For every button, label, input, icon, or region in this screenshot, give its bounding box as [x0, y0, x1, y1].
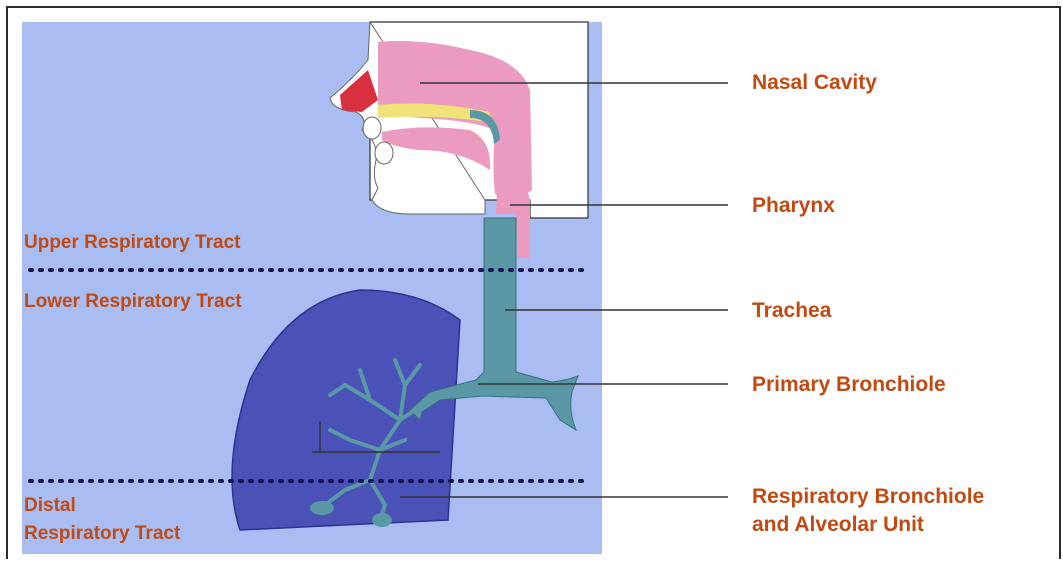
label-primary-bronchiole: Primary Bronchiole: [752, 372, 946, 398]
upper-lip: [363, 117, 381, 139]
region-lower-respiratory-tract: Lower Respiratory Tract: [24, 290, 242, 313]
label-respiratory-bronchiole-line2: and Alveolar Unit: [752, 512, 924, 538]
label-pharynx: Pharynx: [752, 193, 835, 219]
region-distal-line2: Respiratory Tract: [24, 522, 180, 545]
region-upper-respiratory-tract: Upper Respiratory Tract: [24, 231, 240, 254]
lower-lip: [375, 142, 393, 164]
label-respiratory-bronchiole-line1: Respiratory Bronchiole: [752, 484, 984, 510]
label-nasal-cavity: Nasal Cavity: [752, 70, 877, 96]
label-trachea: Trachea: [752, 298, 831, 324]
region-distal-line1: Distal: [24, 494, 76, 517]
